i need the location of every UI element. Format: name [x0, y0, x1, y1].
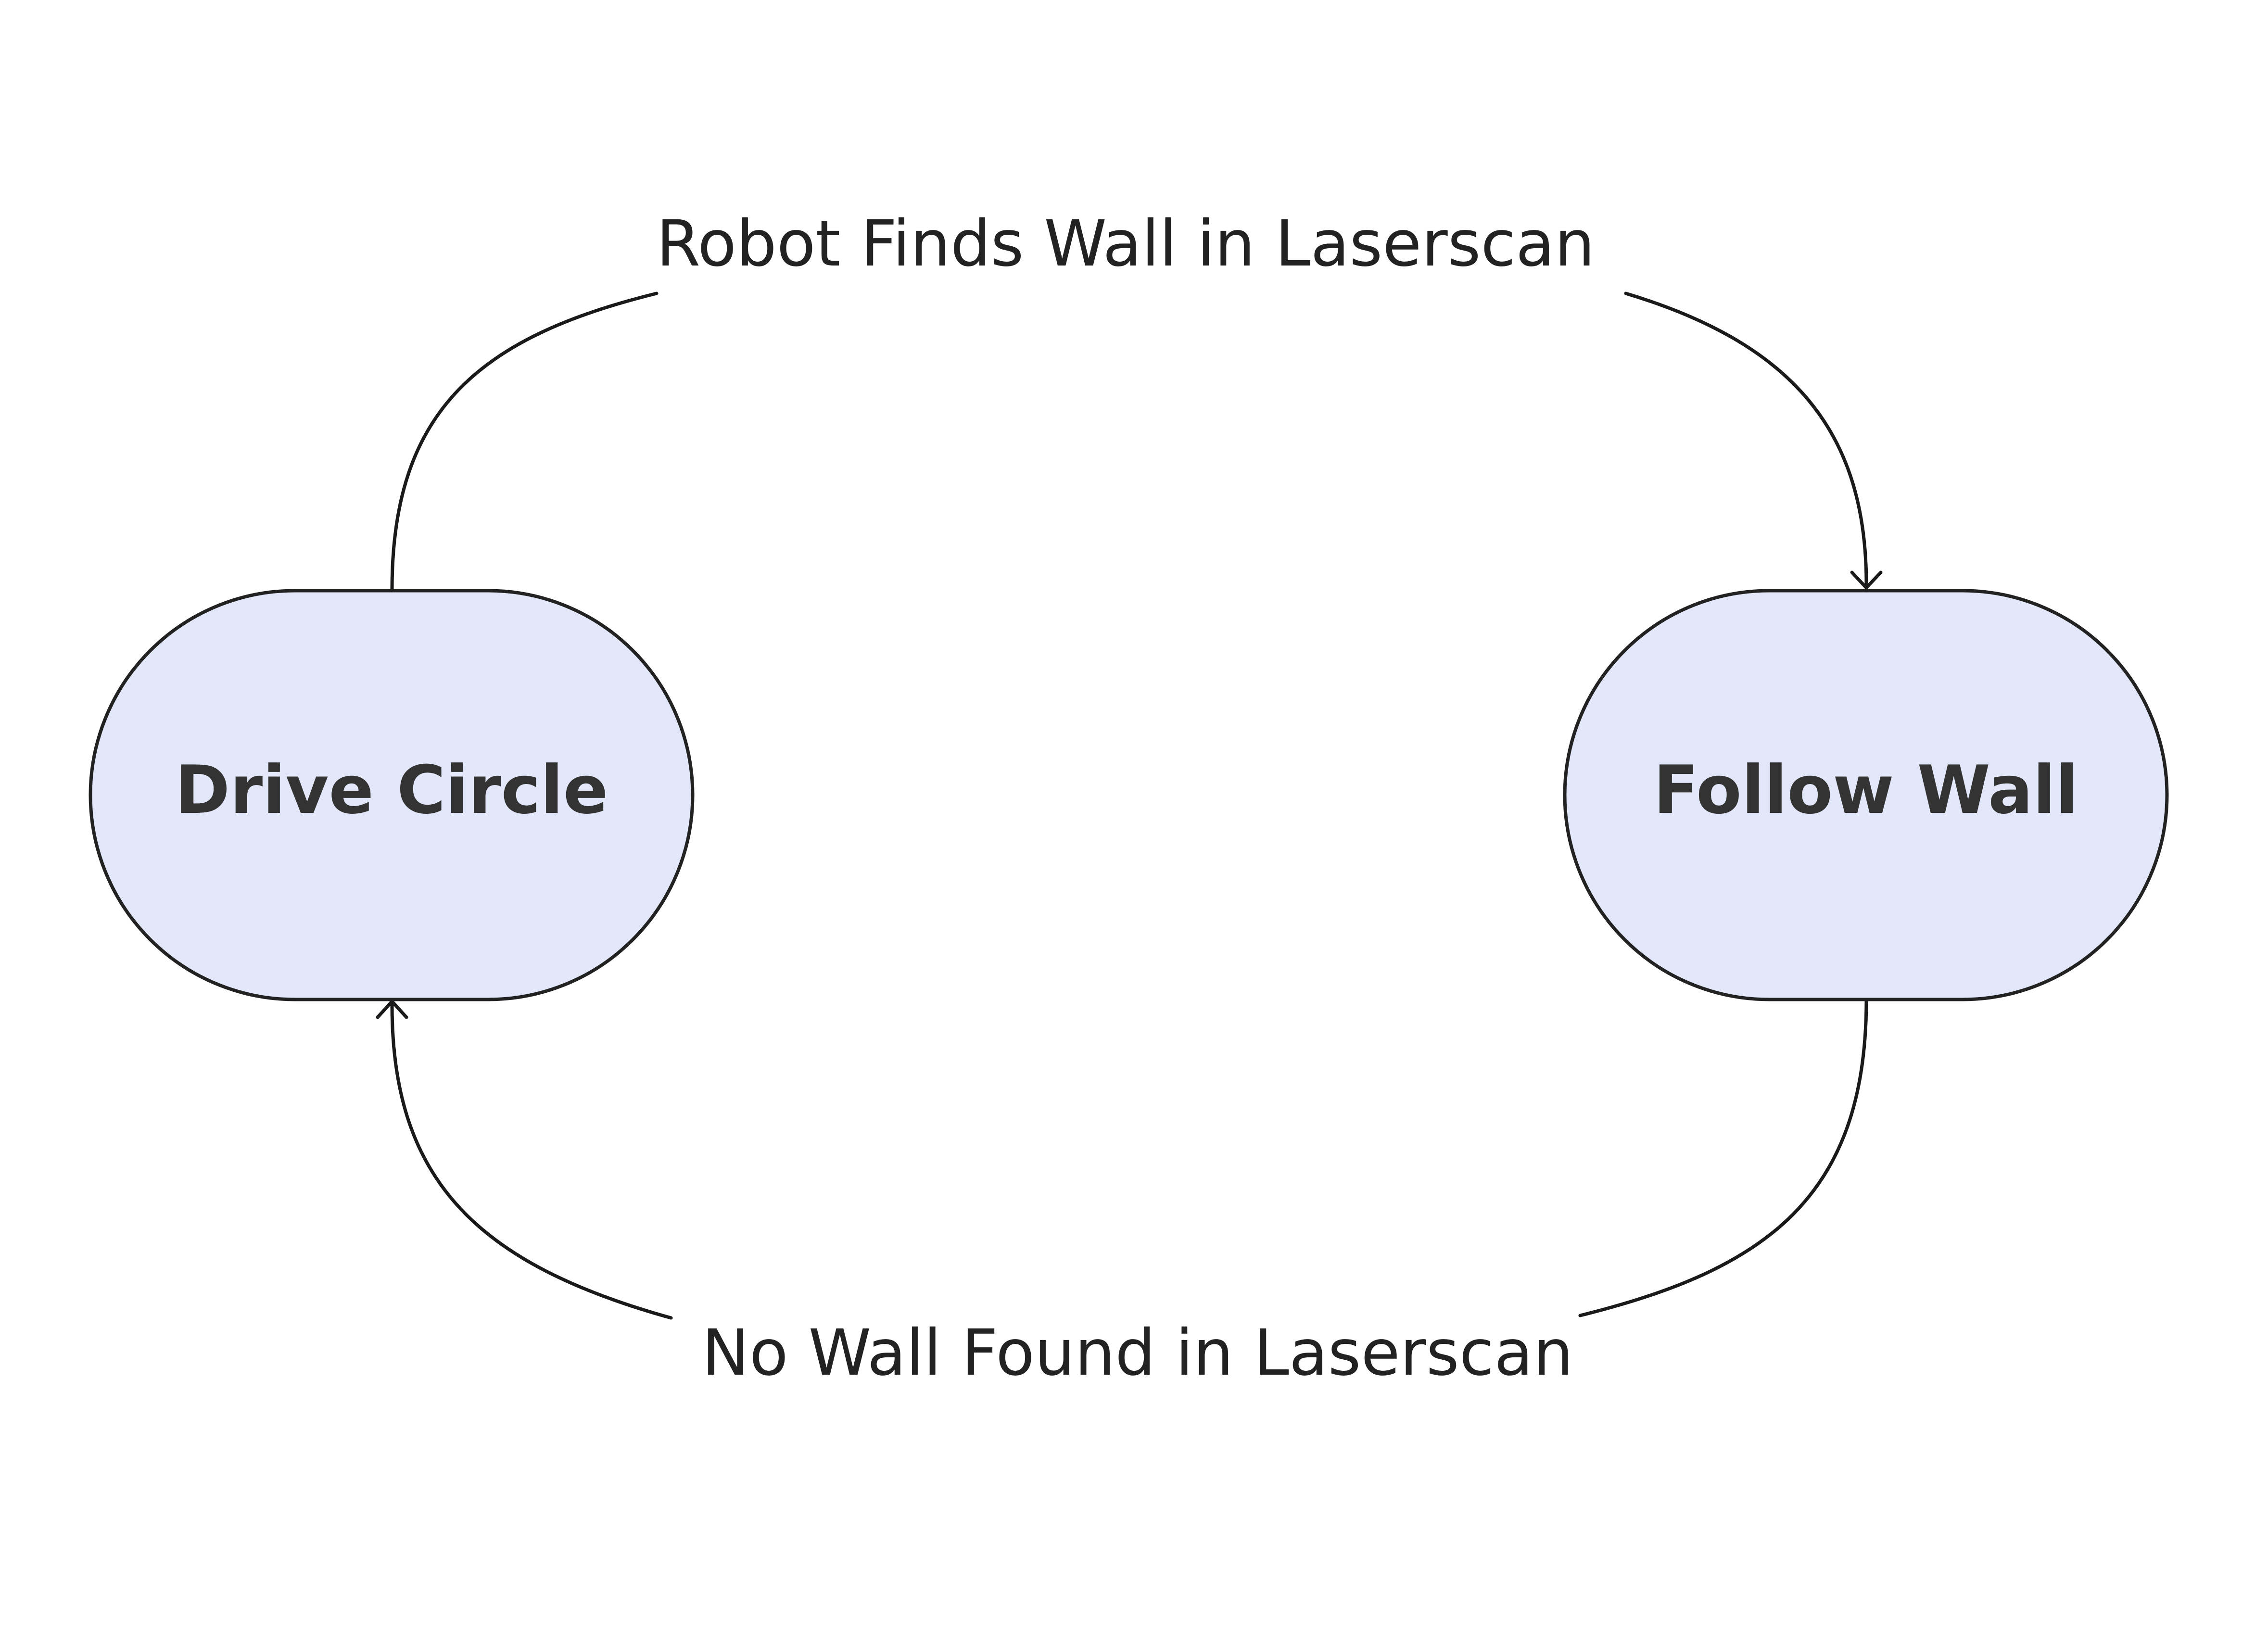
state-drive-circle-shape — [89, 589, 695, 1001]
edge-drive-to-follow-right-curve — [1624, 291, 1868, 586]
edge-label-robot-finds-wall: Robot Finds Wall in Laserscan — [656, 207, 1595, 281]
state-drive-circle-label: Drive Circle — [175, 751, 608, 829]
arrowhead-up-icon — [376, 999, 408, 1019]
edge-drive-to-follow-left-curve — [390, 291, 659, 591]
state-follow-wall-label: Follow Wall — [1653, 751, 2078, 829]
state-follow-wall[interactable]: Follow Wall — [1563, 589, 2169, 1001]
arrowhead-down-icon — [1850, 570, 1883, 590]
edge-follow-to-drive-right-curve — [1578, 998, 1868, 1317]
edge-label-no-wall-found: No Wall Found in Laserscan — [702, 1316, 1573, 1390]
state-follow-wall-shape — [1563, 589, 2169, 1001]
edge-follow-to-drive-left-curve — [390, 1003, 673, 1320]
state-drive-circle[interactable]: Drive Circle — [89, 589, 695, 1001]
edge-drive-to-follow: Robot Finds Wall in Laserscan — [390, 207, 1883, 591]
edge-follow-to-drive: No Wall Found in Laserscan — [376, 998, 1868, 1390]
